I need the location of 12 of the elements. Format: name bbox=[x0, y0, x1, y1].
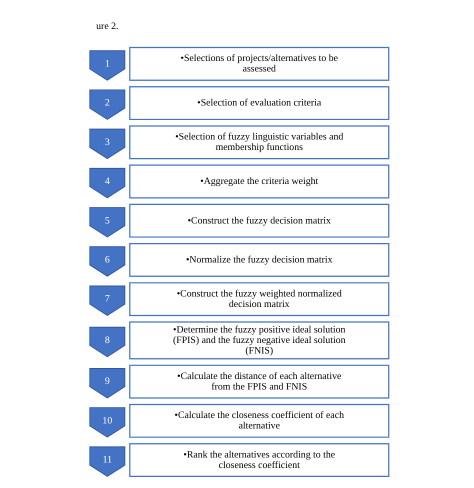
node-box: •Selection of evaluation criteria bbox=[129, 86, 390, 120]
node-box: •Construct the fuzzy weighted normalized decision matrix bbox=[129, 282, 390, 316]
node-box: •Normalize the fuzzy decision matrix bbox=[129, 242, 390, 277]
node-box: •Selection of fuzzy linguistic variables and membership functions bbox=[129, 125, 390, 160]
node-box: •Aggregate the criteria weight bbox=[129, 164, 390, 198]
node-box: •Construct the fuzzy decision matrix bbox=[129, 204, 390, 238]
node-box: •Selections of projects/alternatives to be assessed bbox=[129, 46, 390, 81]
node-box: •Calculate the closeness coefficient of each alternative bbox=[129, 404, 390, 438]
node-box: •Calculate the distance of each alternative from the FPIS and FNIS bbox=[129, 364, 390, 399]
label: ure 2. bbox=[96, 20, 118, 32]
node-box: •Determine the fuzzy positive ideal solution (FPIS) and the fuzzy negative ideal solution (FNIS) bbox=[129, 321, 390, 360]
node-box: •Rank the alternatives according to the closeness coefficient bbox=[129, 443, 390, 478]
